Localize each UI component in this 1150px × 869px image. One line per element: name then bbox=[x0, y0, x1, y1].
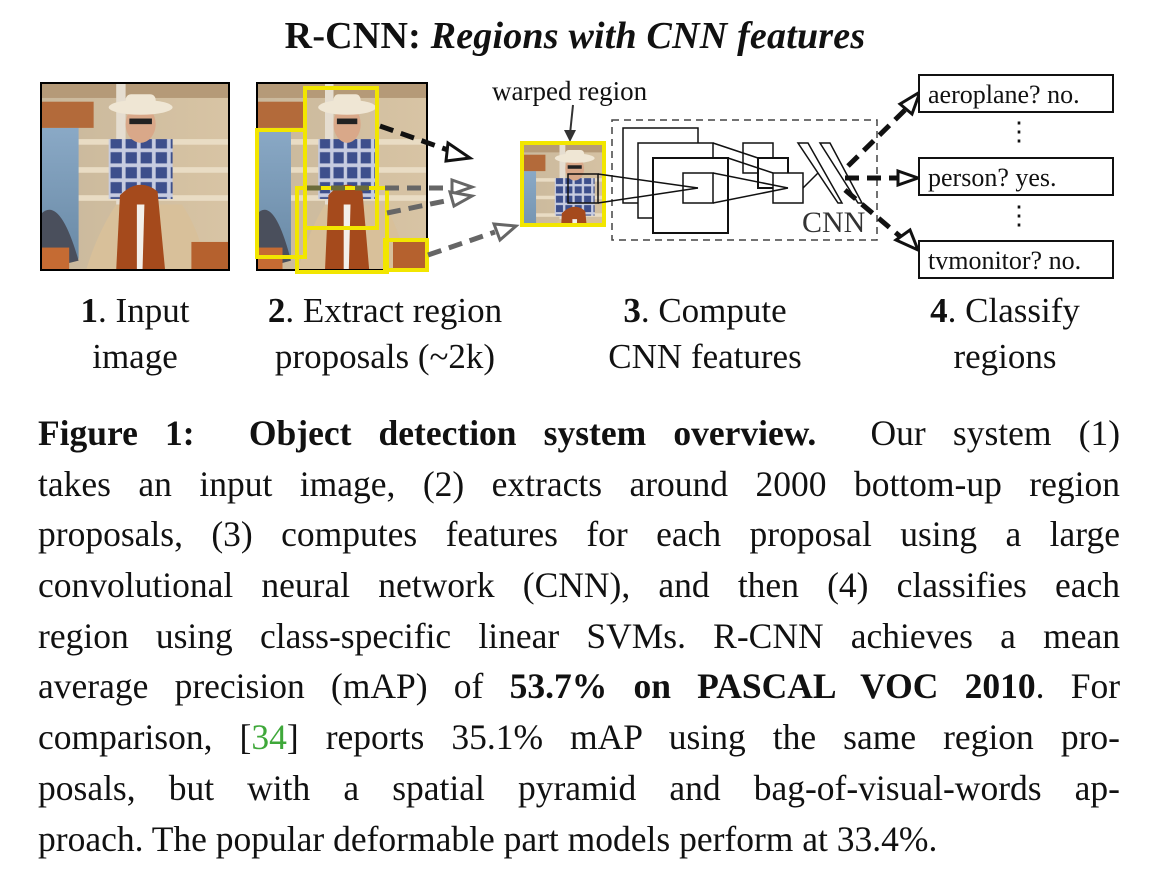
caption-line: comparison, [34] reports 35.1% mAP using… bbox=[38, 717, 1120, 758]
vdots-1: ⋮ bbox=[1006, 117, 1032, 146]
vdots-2: ⋮ bbox=[1006, 201, 1032, 230]
classify-arrows bbox=[843, 88, 923, 253]
step-1-label: 1. Input image bbox=[80, 291, 190, 376]
class-box-tvmonitor: tvmonitor? no. bbox=[918, 240, 1114, 279]
class-box-aeroplane: aeroplane? no. bbox=[918, 74, 1114, 113]
proposal-box-small bbox=[383, 238, 429, 272]
caption-line: takes an input image, (2) extracts aroun… bbox=[38, 463, 1120, 504]
caption-label: Figure 1: bbox=[38, 413, 195, 453]
warped-region-label: warped region bbox=[492, 76, 648, 106]
svg-text:aeroplane? no.: aeroplane? no. bbox=[928, 80, 1080, 109]
class-box-person: person? yes. bbox=[918, 157, 1114, 196]
rcnn-pipeline-diagram: warped region CNN ae bbox=[40, 74, 1114, 279]
caption-line: Figure 1: Object detection system overvi… bbox=[38, 413, 1121, 453]
figure-title: R-CNN: Regions with CNN features bbox=[0, 14, 1150, 58]
input-image bbox=[40, 82, 230, 271]
caption-heading: Object detection system overview. bbox=[248, 413, 817, 453]
caption-result: 53.7% on PASCAL VOC 2010 bbox=[509, 666, 1036, 707]
citation-link[interactable]: 34 bbox=[251, 717, 287, 758]
caption-line: average precision (mAP) of 53.7% on PASC… bbox=[38, 666, 1121, 707]
caption-line: region using class-specific linear SVMs.… bbox=[38, 615, 1120, 656]
caption-line: convolutional neural network (CNN), and … bbox=[38, 565, 1120, 606]
step-3-label: 3. Compute CNN features bbox=[608, 291, 802, 376]
svg-text:tvmonitor? no.: tvmonitor? no. bbox=[928, 246, 1081, 275]
figure-caption: Figure 1: Object detection system overvi… bbox=[38, 408, 1120, 864]
warped-region-image bbox=[520, 141, 606, 227]
proposal-boxes bbox=[255, 86, 429, 274]
caption-line: posals, but with a spatial pyramid and b… bbox=[38, 767, 1120, 808]
caption-line: proach. The popular deformable part mode… bbox=[38, 818, 938, 859]
title-italic: Regions with CNN features bbox=[430, 15, 866, 57]
caption-line: proposals, (3) computes features for eac… bbox=[38, 514, 1120, 555]
proposal-box-fence bbox=[255, 128, 307, 259]
title-bold: R-CNN: bbox=[284, 15, 421, 57]
proposal-arrows bbox=[379, 123, 520, 258]
cnn-label: CNN bbox=[802, 206, 865, 239]
cnn-block bbox=[597, 119, 878, 241]
step-4-label: 4. Classify regions bbox=[930, 291, 1080, 376]
step-2-label: 2. Extract region proposals (~2k) bbox=[267, 291, 503, 376]
svg-text:person? yes.: person? yes. bbox=[928, 163, 1057, 192]
